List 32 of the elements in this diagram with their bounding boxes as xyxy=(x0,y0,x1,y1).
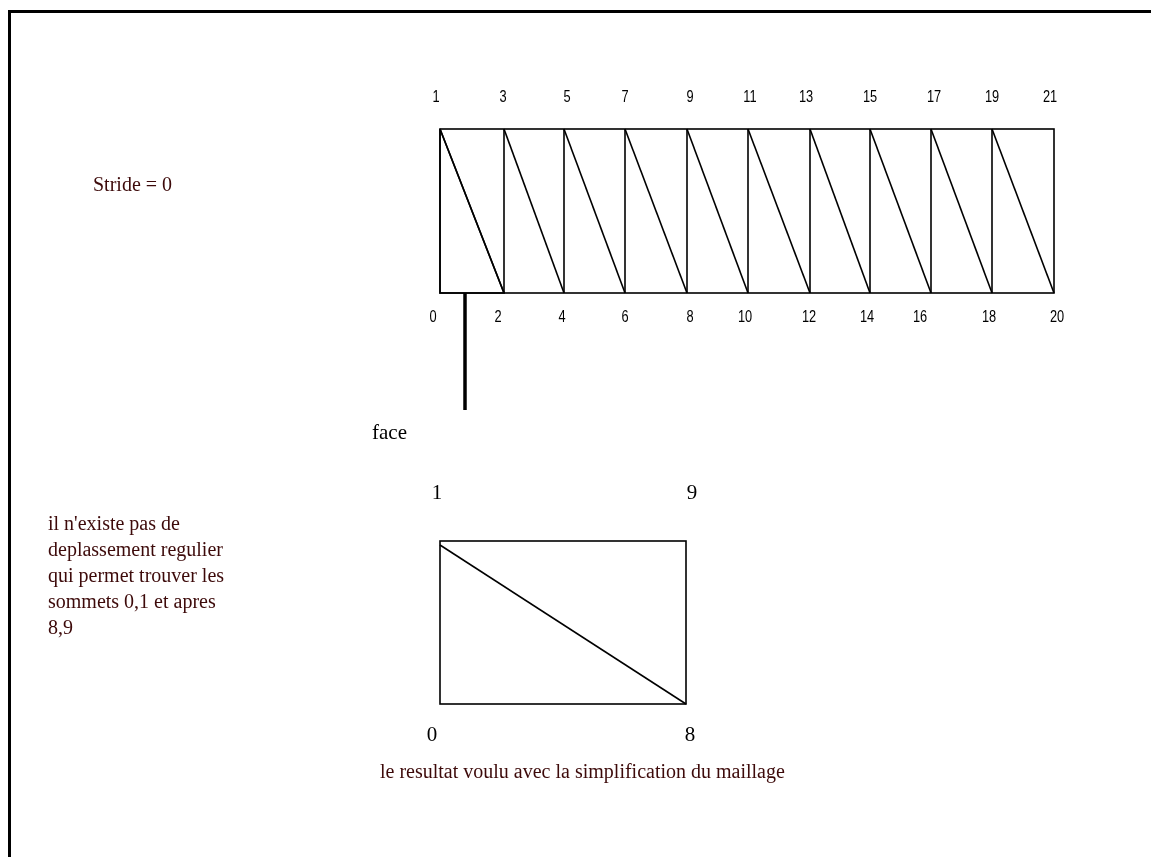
vertex-number: 10 xyxy=(737,308,753,327)
vertex-number: 0 xyxy=(426,722,438,747)
vertex-number: 9 xyxy=(686,88,694,107)
vertex-number: 4 xyxy=(558,308,566,327)
vertex-number: 7 xyxy=(621,88,629,107)
vertex-number: 2 xyxy=(494,308,502,327)
result-caption: le resultat voulu avec la simplification du maillage xyxy=(380,760,785,783)
stride-note: Stride = 0 xyxy=(93,173,173,196)
vertex-number: 21 xyxy=(1042,88,1058,107)
vertex-number: 3 xyxy=(499,88,507,107)
vertex-number: 18 xyxy=(981,308,997,327)
triangle-face xyxy=(439,128,506,294)
vertex-number: 11 xyxy=(743,88,757,107)
vertex-number: 9 xyxy=(686,480,698,505)
vertex-number: 1 xyxy=(431,480,443,505)
vertex-number: 17 xyxy=(926,88,942,107)
vertex-number: 1 xyxy=(432,88,440,107)
explanation-note: il n'existe pas de deplassement regulier qui permet trouver les sommets 0,1 et apres 8,9 xyxy=(48,511,226,640)
vertex-number: 12 xyxy=(801,308,817,327)
vertex-number: 6 xyxy=(621,308,629,327)
vertex-number: 0 xyxy=(429,308,437,327)
vertex-number: 19 xyxy=(984,88,1000,107)
vertex-number: 15 xyxy=(862,88,878,107)
vertex-number: 14 xyxy=(859,308,875,327)
leader-line xyxy=(463,293,467,410)
vertex-number: 8 xyxy=(684,722,696,747)
vertex-number: 13 xyxy=(798,88,814,107)
vertex-number: 16 xyxy=(912,308,928,327)
vertex-number: 8 xyxy=(686,308,694,327)
vertex-number: 5 xyxy=(563,88,571,107)
face-label: face xyxy=(372,420,407,445)
vertex-number: 20 xyxy=(1049,308,1065,327)
